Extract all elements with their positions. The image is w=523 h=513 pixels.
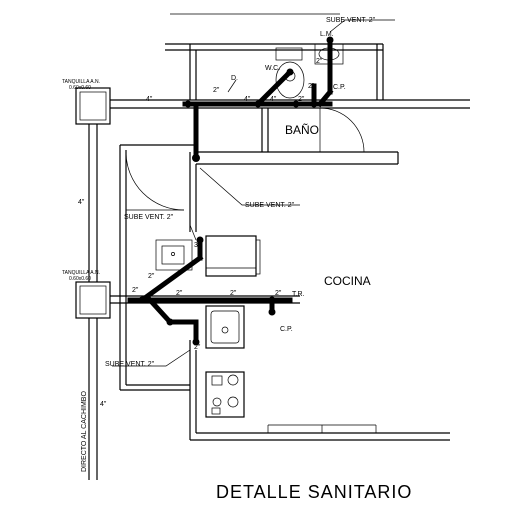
room-cocina: COCINA	[324, 274, 371, 288]
size-bath-a: 2"	[213, 87, 220, 94]
size-k-d: 2"	[230, 290, 237, 297]
leaders	[112, 19, 395, 367]
walls	[119, 13, 450, 441]
kitchen-counter-box	[155, 239, 193, 271]
size-k-3: 3"	[194, 242, 201, 249]
size-vertical: 4"	[78, 199, 85, 206]
tr-label: T.R.	[292, 291, 305, 298]
drain-label: D.	[231, 75, 238, 82]
tank-upper-name: TANQUILLA A.N.	[62, 79, 100, 85]
wc-tank	[275, 47, 303, 61]
fridge	[205, 235, 257, 277]
size-bath-d: 2"	[298, 96, 305, 103]
size-k-b: 2"	[132, 287, 139, 294]
tank-lower	[75, 281, 111, 319]
size-bath-e: 2"	[308, 83, 315, 90]
cp-kitchen-label: C.P.	[280, 326, 293, 333]
vent-label-kitchen-upper: SUBE VENT. 2"	[124, 214, 174, 221]
drawing-title: DETALLE SANITARIO	[216, 482, 412, 502]
size-k-e: 2"	[275, 290, 282, 297]
size-k-f: 2"	[194, 344, 201, 351]
vent-label-top: SUBE VENT. 2"	[326, 17, 376, 24]
stove	[205, 371, 245, 418]
size-main-top: 4"	[146, 96, 153, 103]
washbasin-label: L.M.	[320, 31, 334, 38]
vent-label-mid: SUBE VENT. 2"	[245, 202, 295, 209]
kitchen-sink	[205, 305, 245, 349]
size-lm: 2"	[316, 58, 323, 65]
room-bano: BAÑO	[285, 123, 319, 137]
size-bath-b: 4"	[244, 96, 251, 103]
pipes	[88, 37, 470, 480]
fittings	[138, 36, 334, 346]
wc-bowl	[275, 61, 305, 99]
size-k-a: 2"	[148, 273, 155, 280]
size-k-c: 2"	[176, 290, 183, 297]
fixtures	[155, 43, 344, 418]
direct-label: DIRECTO AL CACHIMBO	[81, 391, 88, 472]
tank-lower-name: TANQUILLA A.N.	[62, 270, 100, 276]
size-chimney: 4"	[100, 401, 107, 408]
tank-lower-size: 0.60x0.60	[69, 276, 91, 282]
tank-upper-size: 0.60x0.60	[69, 85, 91, 91]
cp-bath-label: C.P.	[333, 84, 346, 91]
tank-upper	[75, 87, 111, 125]
size-bath-c: 4"	[270, 96, 277, 103]
wc-label: W.C.	[265, 65, 280, 72]
labels: SUBE VENT. 2" L.M. W.C. D. C.P. BAÑO 4" …	[62, 17, 412, 502]
vent-label-kitchen-lower: SUBE VENT. 2"	[105, 361, 155, 368]
